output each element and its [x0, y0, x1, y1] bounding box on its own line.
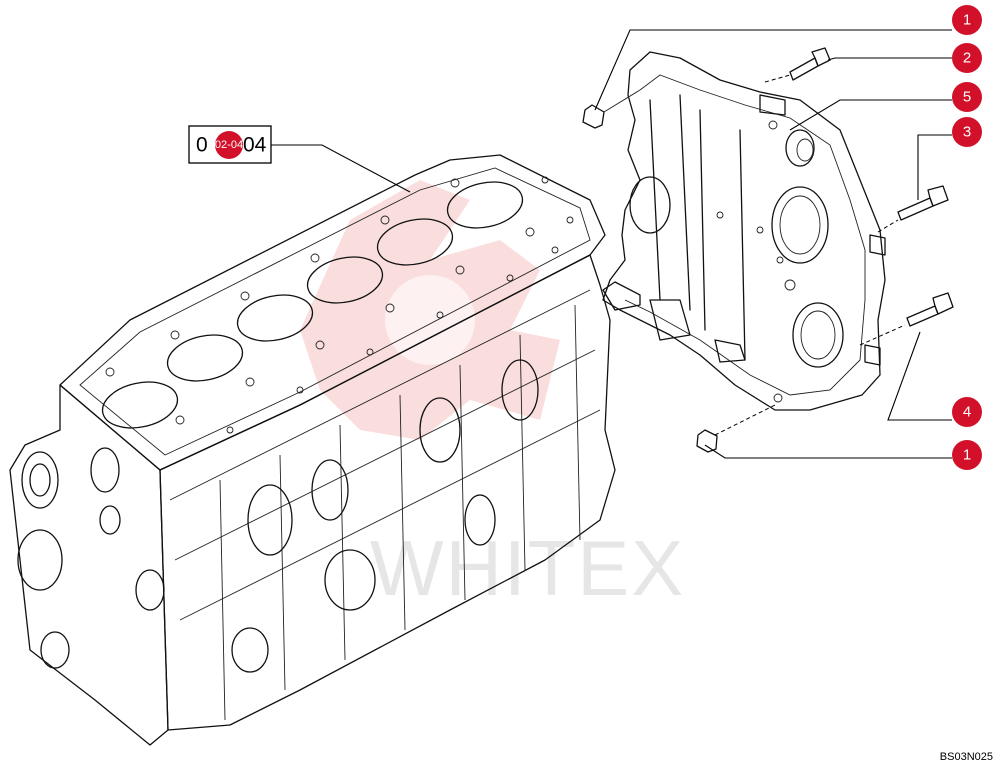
figure-code: BS03N025	[940, 751, 993, 763]
plug-top	[582, 89, 641, 129]
watermark-text: WHITEX	[370, 524, 685, 612]
plug-bottom	[696, 429, 718, 453]
watermark-logo	[300, 180, 560, 440]
reference-suffix: 04	[243, 134, 267, 157]
reference-leader	[271, 144, 411, 193]
callout-label: 4	[963, 404, 971, 421]
bolt-lower	[906, 292, 954, 327]
callout-1-bottom[interactable]: 1	[952, 440, 982, 470]
engine-block	[9, 154, 616, 746]
callout-label: 5	[963, 89, 971, 106]
bolt-middle	[897, 185, 949, 221]
bolt-top	[789, 47, 831, 81]
callout-label: 2	[963, 50, 971, 67]
callout-5[interactable]: 5	[952, 82, 982, 112]
callout-4[interactable]: 4	[952, 397, 982, 427]
leader-lines	[594, 29, 952, 459]
callout-label: 1	[963, 447, 971, 464]
callout-label: 3	[963, 124, 971, 141]
callout-2[interactable]: 2	[952, 43, 982, 73]
reference-marker	[215, 131, 243, 159]
reference-label[interactable]: 0 04 02-04	[188, 125, 272, 164]
callout-3[interactable]: 3	[952, 117, 982, 147]
callouts: 1 2 5 3 4 1	[952, 5, 982, 470]
callout-label: 1	[963, 12, 971, 29]
callout-1-top[interactable]: 1	[952, 5, 982, 35]
reference-overlay-text: 02-04	[215, 139, 243, 151]
timing-cover	[602, 51, 886, 411]
reference-prefix: 0	[196, 134, 208, 157]
